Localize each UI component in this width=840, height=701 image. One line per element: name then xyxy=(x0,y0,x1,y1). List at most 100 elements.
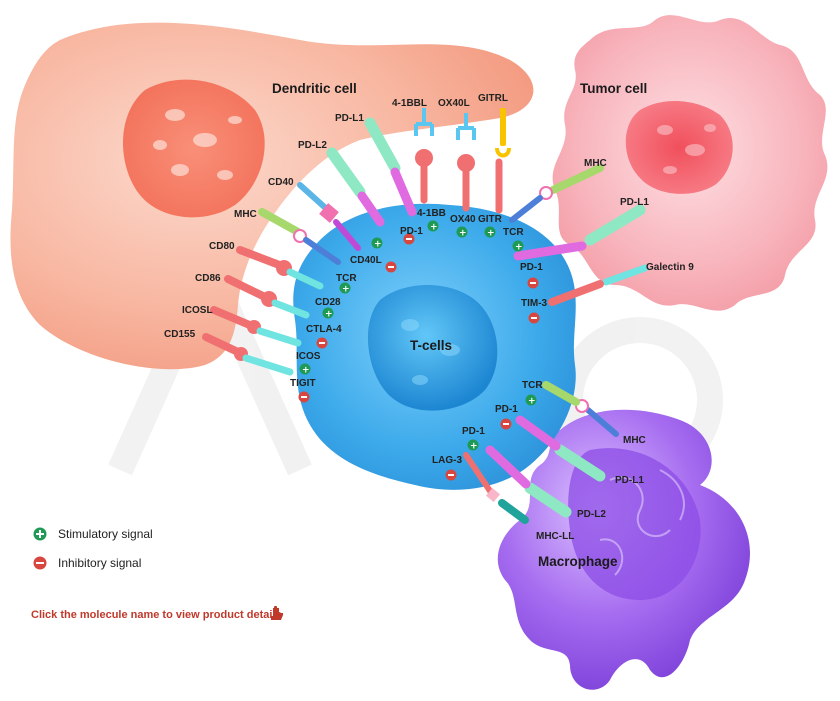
receptor-pd-1-dc xyxy=(390,167,417,217)
ligand-pd-l1-macrophage xyxy=(554,444,606,482)
svg-text:+: + xyxy=(515,243,523,253)
label-tcr-macrophage[interactable]: TCR xyxy=(522,380,543,391)
stim-icon: + xyxy=(484,226,496,239)
label-mhc-dc[interactable]: MHC xyxy=(234,209,257,220)
svg-text:+: + xyxy=(459,229,467,239)
receptor-tigit xyxy=(242,354,294,376)
label-tigit[interactable]: TIGIT xyxy=(290,378,316,389)
label-lag-3[interactable]: LAG-3 xyxy=(432,455,462,466)
receptor-4-1bb xyxy=(415,149,433,204)
ligand-mhc-dc xyxy=(258,208,307,243)
molecule-labels: 4-1BBL OX40L GITRL PD-L1 PD-L2 CD40 MHC … xyxy=(164,93,694,542)
label-tcr-tumor[interactable]: TCR xyxy=(503,227,524,238)
receptor-cd40l xyxy=(333,219,361,251)
receptor-cd28 xyxy=(286,268,324,290)
stim-icon: + xyxy=(339,282,351,295)
label-4-1bb[interactable]: 4-1BB xyxy=(417,208,446,219)
receptor-pd-1-tumor xyxy=(513,241,587,261)
label-cd28[interactable]: CD28 xyxy=(315,297,341,308)
label-pd-1-tumor[interactable]: PD-1 xyxy=(520,262,543,273)
label-ox40[interactable]: OX40 xyxy=(450,214,476,225)
svg-text:+: + xyxy=(487,229,495,239)
ligand-cd40 xyxy=(297,182,339,223)
pointer-hand-icon xyxy=(271,606,283,620)
label-gitr[interactable]: GITR xyxy=(478,214,503,225)
stim-icon: + xyxy=(371,237,383,250)
receptor-pd-1-dc-2 xyxy=(357,191,385,227)
ligand-mhc-ll xyxy=(498,499,529,524)
label-ox40l[interactable]: OX40L xyxy=(438,98,470,109)
macrophage-nucleus xyxy=(568,448,701,600)
inhib-icon xyxy=(528,312,540,324)
label-mhc-tumor[interactable]: MHC xyxy=(584,158,607,169)
t-cell-nucleus-texture xyxy=(401,319,460,385)
svg-text:+: + xyxy=(528,397,536,407)
label-cd40[interactable]: CD40 xyxy=(268,177,294,188)
tumor-nucleus xyxy=(625,100,733,194)
label-tim-3[interactable]: TIM-3 xyxy=(521,298,548,309)
inhib-icon xyxy=(316,337,328,349)
receptor-tcr-tumor xyxy=(509,195,543,223)
receptor-tcr-macrophage xyxy=(542,381,580,406)
label-tcr-dc[interactable]: TCR xyxy=(336,273,357,284)
label-gitrl[interactable]: GITRL xyxy=(478,93,508,104)
label-4-1bbl[interactable]: 4-1BBL xyxy=(392,98,427,109)
t-cell: T-cells xyxy=(293,203,576,490)
inhib-icon xyxy=(298,391,310,403)
receptor-tcr-dc xyxy=(303,237,341,265)
receptor-ctla-4 xyxy=(271,299,310,319)
receptor-ox40 xyxy=(457,154,475,212)
svg-text:+: + xyxy=(470,442,478,452)
legend: Stimulatory signal Inhibitory signal xyxy=(33,527,153,570)
t-cell-nucleus xyxy=(367,285,498,411)
receptor-icos xyxy=(256,327,302,347)
svg-text:+: + xyxy=(302,366,310,376)
legend-stimulatory-label: Stimulatory signal xyxy=(58,527,153,541)
label-ctla-4[interactable]: CTLA-4 xyxy=(306,324,342,335)
legend-stimulatory: Stimulatory signal xyxy=(33,527,153,541)
label-cd155[interactable]: CD155 xyxy=(164,329,196,340)
label-pd-l1-macrophage[interactable]: PD-L1 xyxy=(615,475,644,486)
stim-icon: + xyxy=(467,439,479,452)
ligand-4-1bbl xyxy=(414,108,434,136)
inhib-icon xyxy=(527,277,539,289)
label-pd-l1-dc[interactable]: PD-L1 xyxy=(335,113,364,124)
svg-text:+: + xyxy=(325,310,333,320)
ligand-mhc-tumor xyxy=(539,164,604,200)
label-pd-l2-macrophage[interactable]: PD-L2 xyxy=(577,509,606,520)
stim-icon: + xyxy=(525,394,537,407)
label-icosl[interactable]: ICOSL xyxy=(182,305,213,316)
inhib-icon xyxy=(445,469,457,481)
ligand-pd-l2-macrophage xyxy=(524,482,572,518)
receptor-pd-1-macrophage-1 xyxy=(515,415,561,451)
label-pd-1-dc[interactable]: PD-1 xyxy=(400,226,423,237)
label-cd86[interactable]: CD86 xyxy=(195,273,221,284)
macrophage-texture xyxy=(599,469,685,576)
cta-text: Click the molecule name to view product … xyxy=(31,609,282,621)
inhib-icon xyxy=(385,261,397,273)
label-mhc-ll[interactable]: MHC-LL xyxy=(536,531,574,542)
ligand-pd-l1-tumor xyxy=(584,204,646,246)
legend-inhibitory-label: Inhibitory signal xyxy=(58,556,141,570)
tumor-nucleus-texture xyxy=(657,124,716,174)
label-mhc-macrophage[interactable]: MHC xyxy=(623,435,646,446)
stim-icon: + xyxy=(299,363,311,376)
tumor-cell-label: Tumor cell xyxy=(580,81,647,96)
label-pd-1-macrophage-2[interactable]: PD-1 xyxy=(462,426,485,437)
signal-markers: + + + + + + + + + + xyxy=(298,220,540,481)
label-cd40l[interactable]: CD40L xyxy=(350,255,382,266)
ligand-pd-l1-dc xyxy=(364,117,401,174)
inhibitory-icon xyxy=(33,556,47,570)
tumor-cell: Tumor cell xyxy=(552,15,828,311)
stim-icon: + xyxy=(512,240,524,253)
label-icos[interactable]: ICOS xyxy=(296,351,321,362)
label-pd-1-macrophage-1[interactable]: PD-1 xyxy=(495,404,518,415)
label-cd80[interactable]: CD80 xyxy=(209,241,235,252)
inhib-icon xyxy=(403,233,415,245)
label-pd-l2-dc[interactable]: PD-L2 xyxy=(298,140,327,151)
svg-text:+: + xyxy=(374,240,382,250)
ligand-galectin-9 xyxy=(602,264,649,286)
label-pd-l1-tumor[interactable]: PD-L1 xyxy=(620,197,649,208)
label-galectin-9[interactable]: Galectin 9 xyxy=(646,262,694,273)
